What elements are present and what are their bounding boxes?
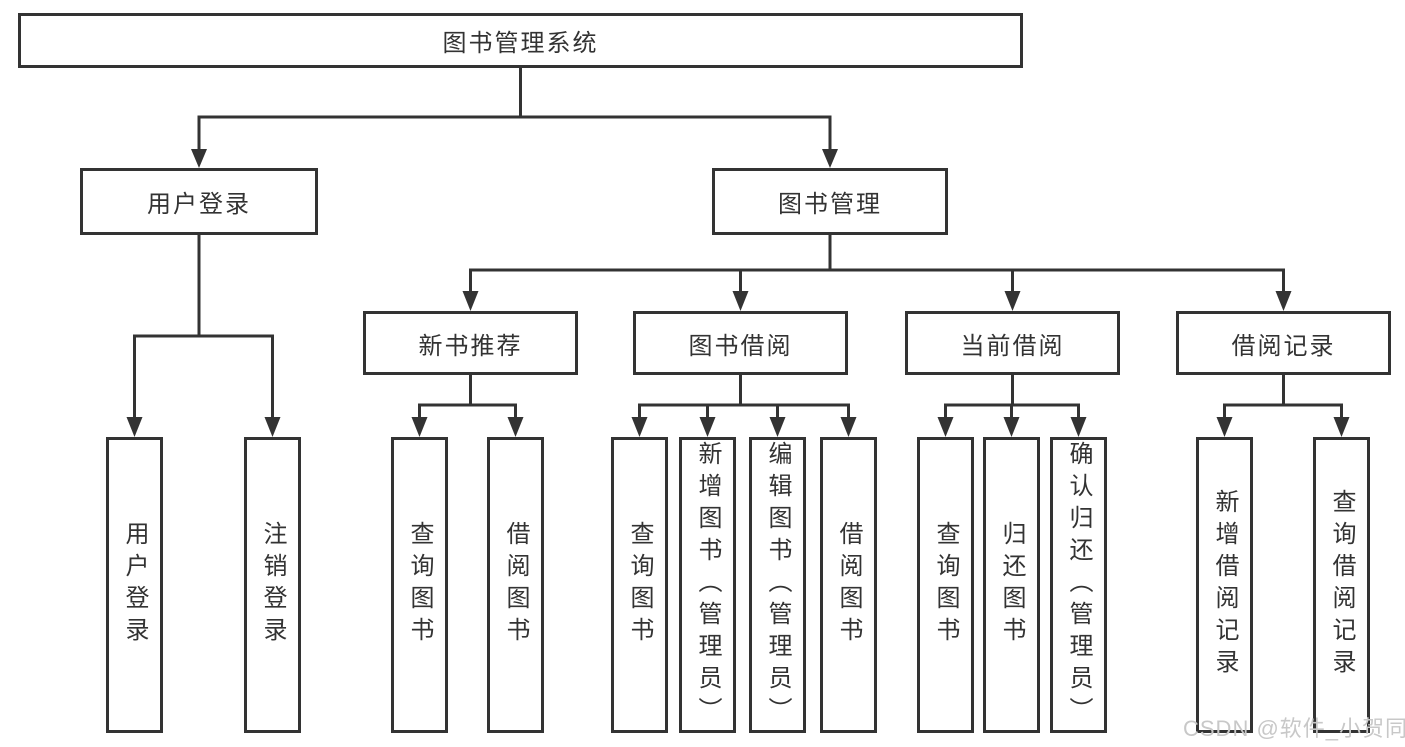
connector-root-to-level2	[191, 66, 838, 168]
node-user-login: 用户登录	[80, 168, 318, 235]
node-book-management: 图书管理	[712, 168, 948, 235]
connector-user-login-to-leaves	[126, 233, 281, 437]
node-book-borrowing: 图书借阅	[633, 311, 848, 375]
leaf-query-books-current: 查询图书	[917, 437, 974, 733]
node-library-system: 图书管理系统	[18, 13, 1023, 68]
leaf-borrow-books-recommend: 借阅图书	[487, 437, 544, 733]
leaf-confirm-return-admin: 确认归还（管理员）	[1050, 437, 1107, 733]
connector-new-book-to-leaves	[411, 373, 524, 437]
arrowhead	[126, 417, 143, 437]
arrowhead	[699, 417, 716, 437]
leaf-borrow-books-borrowing: 借阅图书	[820, 437, 877, 733]
leaf-user-login: 用户登录	[106, 437, 163, 733]
leaf-logout: 注销登录	[244, 437, 301, 733]
arrowhead	[1333, 417, 1350, 437]
arrowhead	[732, 291, 749, 311]
arrowhead	[1275, 291, 1292, 311]
connector-current-borrowing-to-leaves	[937, 373, 1087, 437]
arrowhead	[840, 417, 857, 437]
node-current-borrowing: 当前借阅	[905, 311, 1120, 375]
arrowhead	[937, 417, 954, 437]
watermark: CSDN @软件_小贺同学	[1183, 716, 1405, 741]
leaf-add-book-admin: 新增图书（管理员）	[679, 437, 736, 733]
connector-book-borrowing-to-leaves	[631, 373, 857, 437]
node-new-book-recommend: 新书推荐	[363, 311, 578, 375]
arrowhead	[1070, 417, 1087, 437]
leaf-edit-book-admin: 编辑图书（管理员）	[749, 437, 806, 733]
arrowhead	[769, 417, 786, 437]
arrowhead	[1216, 417, 1233, 437]
arrowhead	[462, 291, 479, 311]
connector-book-management-to-sections	[462, 233, 1292, 311]
arrowhead	[411, 417, 428, 437]
connector-borrowing-records-to-leaves	[1216, 373, 1350, 437]
arrowhead	[631, 417, 648, 437]
leaf-query-borrow-record: 查询借阅记录	[1313, 437, 1370, 733]
leaf-query-books-borrowing: 查询图书	[611, 437, 668, 733]
arrowhead	[191, 149, 207, 168]
arrowhead	[1003, 417, 1020, 437]
arrowhead	[1004, 291, 1021, 311]
leaf-query-books-recommend: 查询图书	[391, 437, 448, 733]
arrowhead	[822, 149, 838, 168]
leaf-return-book: 归还图书	[983, 437, 1040, 733]
node-borrowing-records: 借阅记录	[1176, 311, 1391, 375]
arrowhead	[264, 417, 281, 437]
leaf-add-borrow-record: 新增借阅记录	[1196, 437, 1253, 733]
arrowhead	[507, 417, 524, 437]
